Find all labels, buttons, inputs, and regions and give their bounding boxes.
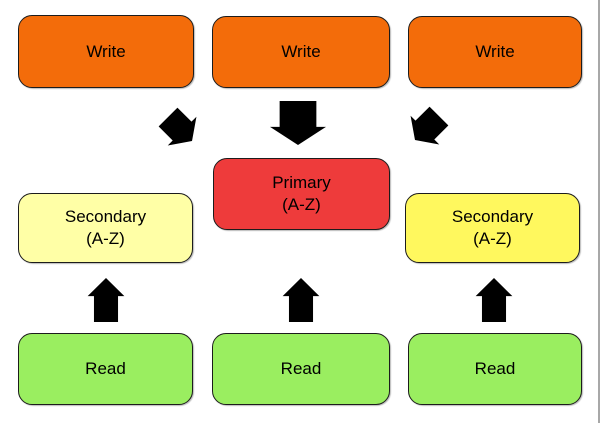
image-right-border bbox=[598, 0, 600, 423]
write-center-node: Write bbox=[212, 16, 390, 88]
write-right-node: Write bbox=[408, 16, 582, 88]
read-left-label: Read bbox=[85, 359, 126, 379]
arrow-shape bbox=[282, 278, 320, 322]
down-arrow-icon bbox=[269, 101, 327, 145]
arrow-shape bbox=[87, 278, 125, 322]
primary-node: Primary (A-Z) bbox=[213, 158, 390, 230]
arrow-shape bbox=[158, 107, 197, 146]
primary-label: Primary (A-Z) bbox=[272, 173, 331, 214]
secondary-right-node: Secondary (A-Z) bbox=[405, 193, 580, 263]
arrow-shape bbox=[410, 106, 449, 145]
secondary-left-node: Secondary (A-Z) bbox=[18, 193, 193, 263]
up-arrow-icon bbox=[282, 278, 320, 322]
arrow-shape bbox=[475, 278, 513, 322]
secondary-right-label: Secondary (A-Z) bbox=[451, 207, 534, 248]
write-center-label: Write bbox=[281, 42, 321, 62]
down-right-arrow-icon bbox=[158, 107, 197, 146]
write-right-label: Write bbox=[475, 42, 515, 62]
read-center-node: Read bbox=[212, 333, 390, 405]
write-left-node: Write bbox=[18, 15, 194, 88]
secondary-left-label: Secondary (A-Z) bbox=[64, 207, 147, 248]
read-center-label: Read bbox=[280, 359, 322, 379]
read-right-label: Read bbox=[474, 359, 516, 379]
up-arrow-icon bbox=[87, 278, 125, 322]
read-right-node: Read bbox=[408, 333, 582, 405]
up-arrow-icon bbox=[475, 278, 513, 322]
arrow-shape bbox=[269, 101, 327, 145]
down-left-arrow-icon bbox=[410, 106, 449, 145]
write-left-label: Write bbox=[86, 41, 126, 61]
read-left-node: Read bbox=[18, 333, 193, 405]
